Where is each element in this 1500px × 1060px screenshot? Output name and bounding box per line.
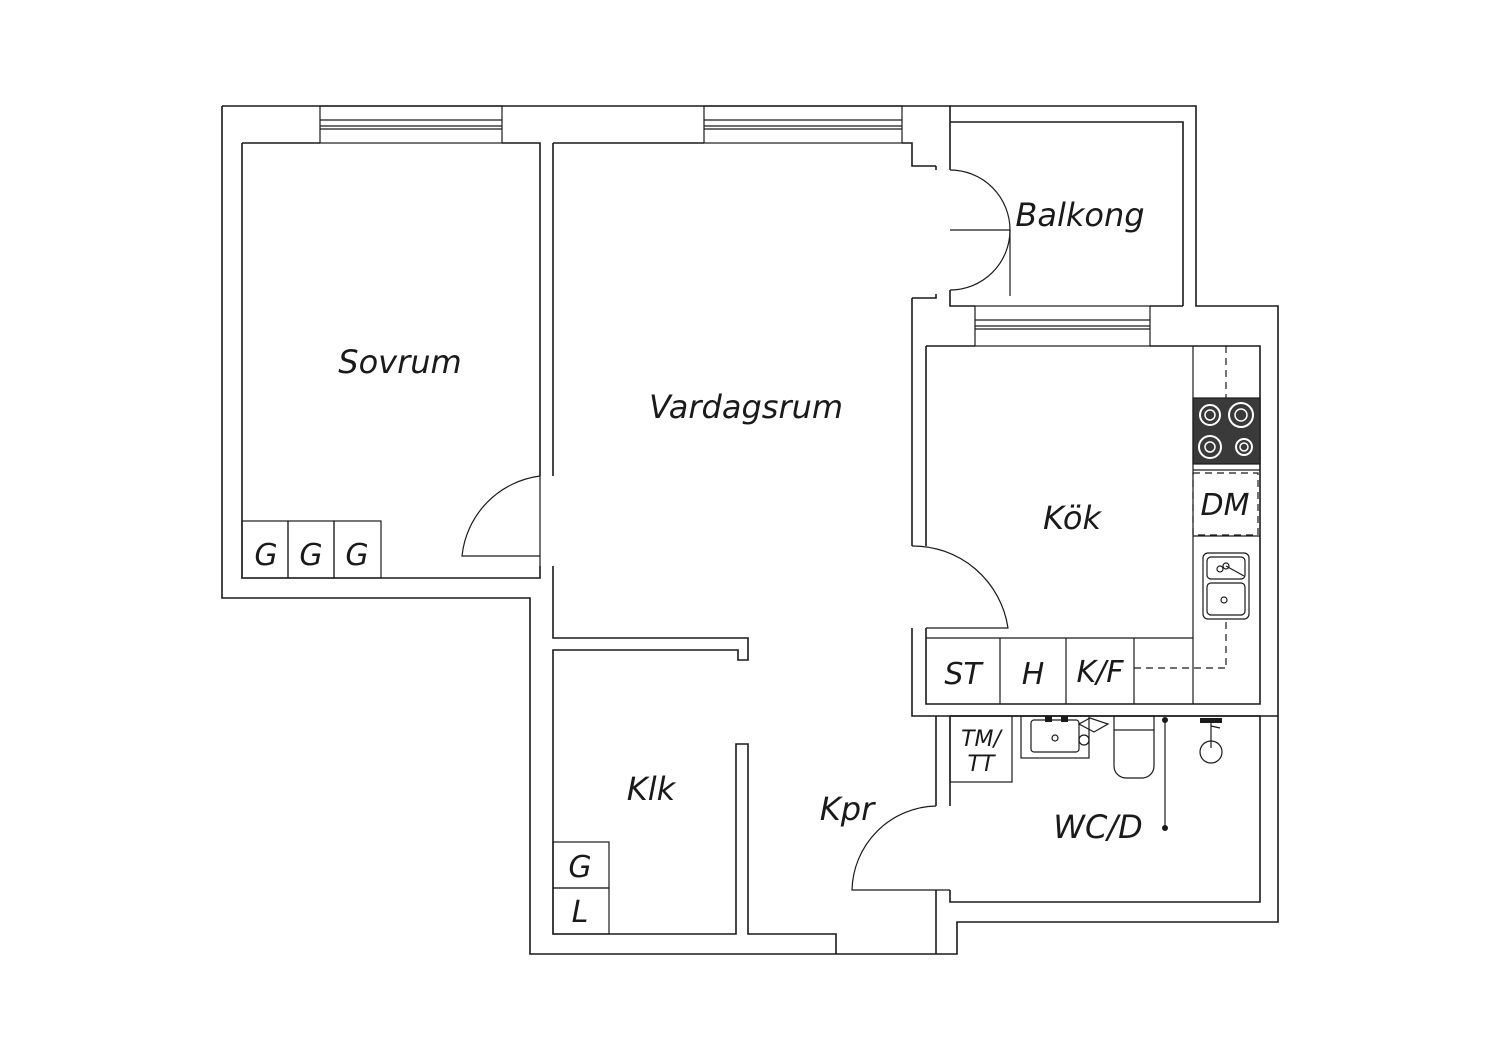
- washer-dryer: TM/ TT: [949, 715, 1013, 783]
- linen-closet-label: L: [572, 895, 589, 930]
- washer-label: TM/: [961, 727, 1003, 752]
- shower-rail-icon: [1162, 717, 1168, 831]
- room-label-bathroom: WC/D: [1053, 808, 1142, 846]
- sink-icon: [1202, 552, 1250, 620]
- kitchen-counter-right: DM: [1134, 346, 1261, 704]
- wardrobe-label: G: [345, 538, 368, 573]
- closet-storage: G L: [552, 841, 610, 935]
- window-kitchen: [974, 305, 1151, 347]
- room-label-kitchen: Kök: [1043, 499, 1102, 537]
- bedroom-wardrobes: G G G: [241, 520, 382, 579]
- door-bedroom: [461, 475, 541, 566]
- wardrobe-label: G: [254, 538, 277, 573]
- shelf-label: H: [1022, 657, 1045, 692]
- room-label-hall: Kpr: [820, 790, 876, 828]
- window-living: [703, 105, 903, 144]
- door-kitchen: [911, 545, 1009, 629]
- washbasin-icon: [1020, 715, 1110, 759]
- fridge-freezer-label: K/F: [1076, 655, 1124, 690]
- kitchen-counter-bottom: ST H K/F: [926, 637, 1193, 704]
- room-label-balcony: Balkong: [1015, 196, 1144, 234]
- wardrobe-label: G: [299, 538, 322, 573]
- toilet-icon: [1113, 715, 1155, 779]
- window-bedroom: [319, 105, 503, 144]
- door-bathroom: [851, 805, 950, 891]
- dryer-label: TT: [968, 752, 996, 777]
- door-balcony: [949, 169, 1011, 296]
- outer-walls: [221, 105, 1279, 955]
- shower-head-icon: [1199, 718, 1223, 764]
- wardrobe-label: G: [568, 850, 591, 885]
- dishwasher-label: DM: [1201, 488, 1250, 523]
- room-label-bedroom: Sovrum: [338, 343, 461, 381]
- room-label-closet: Klk: [627, 770, 677, 808]
- room-label-living: Vardagsrum: [649, 388, 843, 426]
- storage-label: ST: [944, 657, 984, 692]
